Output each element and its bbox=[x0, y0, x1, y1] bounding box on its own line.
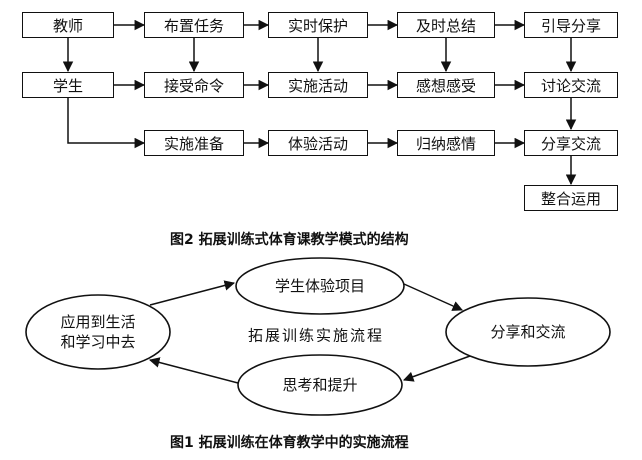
box-experience: 体验活动 bbox=[268, 130, 368, 156]
label-left-line2: 和学习中去 bbox=[60, 333, 136, 351]
arrow-left-to-top bbox=[149, 280, 236, 306]
box-prepare: 实施准备 bbox=[144, 130, 244, 156]
ellipse-top bbox=[235, 257, 405, 315]
box-student: 学生 bbox=[22, 72, 114, 98]
caption-fig1: 图1 拓展训练在体育教学中的实施流程 bbox=[170, 435, 409, 451]
box-teacher: 教师 bbox=[22, 12, 114, 38]
ellipse-left bbox=[25, 294, 171, 370]
ellipse-bottom bbox=[237, 354, 403, 416]
label-bottom: 思考和提升 bbox=[282, 376, 358, 394]
label-center: 拓展训练实施流程 bbox=[247, 326, 385, 345]
box-summarize-emotion: 归纳感情 bbox=[397, 130, 495, 156]
label-right: 分享和交流 bbox=[490, 323, 566, 341]
label-left: 应用到生活 和学习中去 bbox=[60, 312, 135, 352]
label-left-line1: 应用到生活 bbox=[60, 313, 136, 331]
box-carry-activity: 实施活动 bbox=[268, 72, 368, 98]
arrow-right-to-bottom bbox=[403, 355, 471, 382]
arrow-bottom-to-left bbox=[148, 357, 239, 384]
box-timely-summary: 及时总结 bbox=[397, 12, 495, 38]
caption-fig2: 图2 拓展训练式体育课教学模式的结构 bbox=[170, 232, 409, 248]
box-receive-order: 接受命令 bbox=[144, 72, 244, 98]
ellipse-right bbox=[445, 297, 611, 367]
box-integrate: 整合运用 bbox=[524, 185, 618, 211]
box-share-exchange: 分享交流 bbox=[524, 130, 618, 156]
arrow-student-to-prep bbox=[67, 98, 146, 149]
box-feelings: 感想感受 bbox=[397, 72, 495, 98]
box-assign-task: 布置任务 bbox=[144, 12, 244, 38]
arrow-top-to-right bbox=[403, 283, 463, 311]
box-guide-share: 引导分享 bbox=[524, 12, 618, 38]
label-top: 学生体验项目 bbox=[274, 277, 366, 295]
box-discuss: 讨论交流 bbox=[524, 72, 618, 98]
box-realtime-protect: 实时保护 bbox=[268, 12, 368, 38]
